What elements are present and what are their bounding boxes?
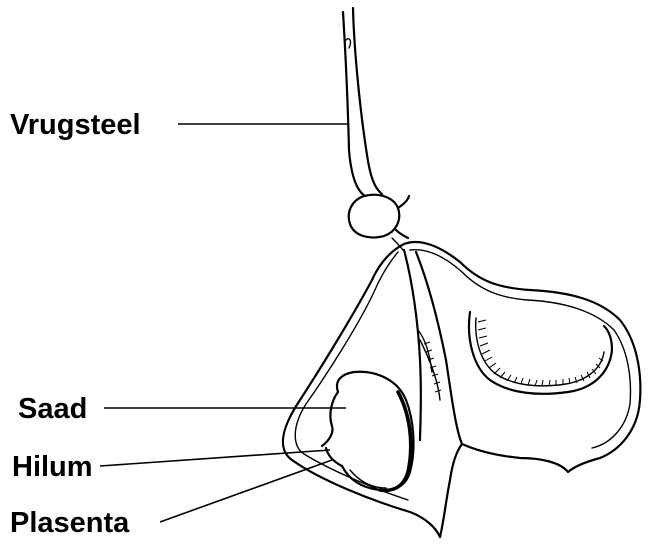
fruit-stalk (343, 8, 382, 196)
label-hilum: Hilum (12, 451, 93, 483)
septum (404, 250, 462, 444)
label-saad: Saad (18, 393, 87, 425)
right-locule (469, 312, 612, 394)
label-plasenta: Plasenta (10, 507, 130, 539)
receptacle (349, 195, 409, 250)
leader-lines (100, 124, 348, 522)
leader-plasenta (160, 460, 332, 522)
seed (322, 372, 413, 491)
label-vrugsteel: Vrugsteel (10, 109, 141, 141)
left-locule-lining (420, 340, 441, 400)
